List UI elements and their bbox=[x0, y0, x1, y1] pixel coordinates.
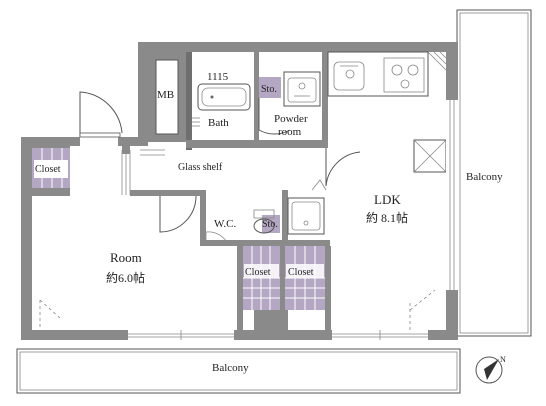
kitchen-stove-icon bbox=[383, 57, 425, 93]
washer-pan-icon bbox=[287, 197, 325, 235]
bath-door-swing bbox=[258, 98, 291, 135]
north-arrow-icon: N bbox=[475, 355, 506, 384]
entry-step-lines bbox=[121, 149, 165, 195]
balcony-bottom-outline bbox=[16, 348, 461, 394]
closet-left-fill bbox=[243, 246, 280, 310]
closet-left-label: Closet bbox=[245, 267, 271, 278]
unit-bath-size-label: 1115 bbox=[207, 71, 229, 83]
balcony-right-outline bbox=[456, 9, 532, 337]
balcony-right-label: Balcony bbox=[466, 171, 503, 183]
ldk-name-label: LDK bbox=[374, 192, 401, 207]
toilet-icon bbox=[253, 209, 275, 234]
interior-walls bbox=[30, 52, 331, 338]
ldk-size-label: 約 8.1帖 bbox=[366, 210, 408, 225]
svg-text:N: N bbox=[500, 355, 506, 364]
powder-room-label-line2: room bbox=[278, 126, 302, 138]
glass-shelf-label: Glass shelf bbox=[178, 162, 223, 173]
ldk-bottom-window bbox=[332, 330, 428, 340]
balcony-bottom-label: Balcony bbox=[212, 362, 249, 374]
powder-room-label-line1: Powder bbox=[274, 113, 308, 125]
bath-label: Bath bbox=[208, 117, 229, 129]
ldk-right-window bbox=[446, 100, 458, 290]
ldk-door-swing bbox=[325, 148, 361, 187]
sink-icon bbox=[283, 71, 321, 107]
kitchen-corner-hatch bbox=[427, 51, 447, 71]
closet-right-fill bbox=[285, 246, 325, 310]
skylight-icon bbox=[413, 139, 447, 173]
closet-right-label: Closet bbox=[288, 267, 314, 278]
entry-closet-label: Closet bbox=[35, 164, 61, 175]
sto-upper-fill bbox=[259, 77, 281, 98]
room-name-label: Room bbox=[110, 250, 142, 265]
entry-closet bbox=[32, 148, 70, 188]
storage-lower-label: Sto. bbox=[262, 219, 278, 230]
wc-label: W.C. bbox=[214, 218, 236, 230]
kitchen-counter bbox=[327, 51, 429, 97]
room-size-label: 約6.0帖 bbox=[106, 270, 145, 285]
storage-upper-label: Sto. bbox=[261, 84, 277, 95]
room-bottom-window bbox=[128, 330, 234, 340]
bathtub-icon bbox=[192, 83, 251, 127]
mb-label: MB bbox=[157, 89, 174, 101]
room-door-swing bbox=[159, 195, 197, 233]
entry-door-swing bbox=[79, 91, 123, 138]
